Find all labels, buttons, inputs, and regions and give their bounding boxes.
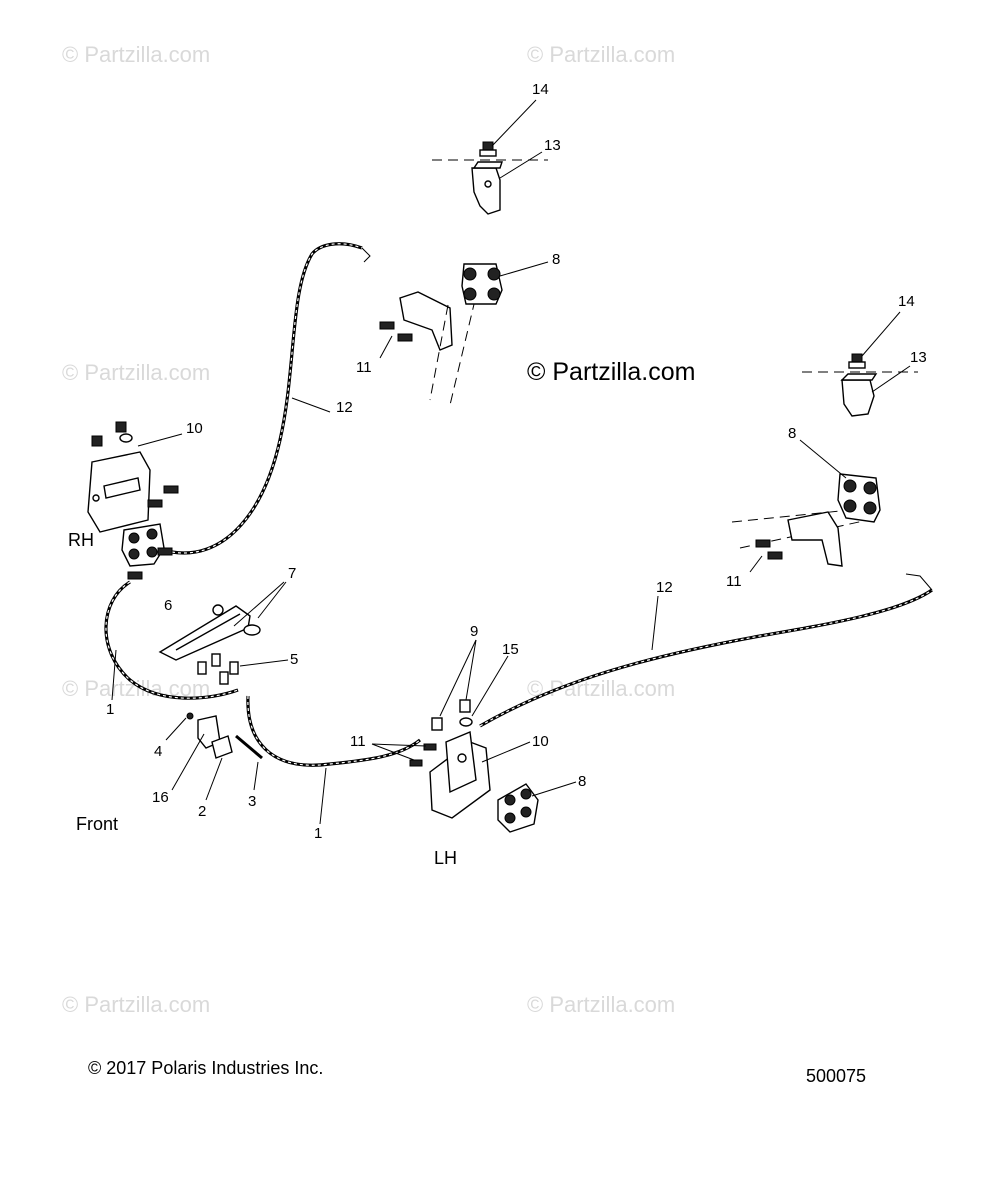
callout-13: 13 — [910, 349, 927, 366]
callout-3: 3 — [248, 793, 256, 810]
lever-6 — [158, 604, 261, 661]
roller-rh — [121, 523, 165, 567]
callout-16: 16 — [152, 789, 169, 806]
bracket-16-2 — [186, 712, 233, 759]
watermark: © Partzilla.com — [527, 676, 676, 701]
callout-14: 14 — [532, 81, 549, 98]
callout-1: 1 — [314, 825, 322, 842]
callout-9: 9 — [470, 623, 478, 640]
bolt-14-top — [479, 141, 497, 157]
callout-2: 2 — [198, 803, 206, 820]
diagram-number: 500075 — [806, 1066, 867, 1086]
copyright-notice: © 2017 Polaris Industries Inc. — [88, 1058, 324, 1078]
roller-8-upper — [461, 263, 503, 305]
label-rh: RH — [68, 530, 94, 550]
bolt-14-right — [848, 353, 866, 369]
callout-10: 10 — [186, 420, 203, 437]
callout-11: 11 — [726, 573, 742, 590]
roller-8-right — [837, 473, 881, 523]
callout-10: 10 — [532, 733, 549, 750]
watermark: © Partzilla.com — [62, 360, 211, 385]
callout-4: 4 — [154, 743, 162, 760]
cable-1-lower — [246, 695, 421, 767]
watermark-center: © Partzilla.com — [527, 358, 696, 386]
bracket-11-right — [731, 507, 871, 567]
callout-12: 12 — [656, 579, 673, 596]
label-lh: LH — [434, 848, 457, 868]
bracket-13-top — [432, 159, 548, 215]
watermark: © Partzilla.com — [527, 42, 676, 67]
bracket-10-lh — [429, 730, 491, 819]
callout-11: 11 — [350, 733, 366, 750]
cable-1-left — [104, 571, 239, 700]
callout-11: 11 — [356, 359, 372, 376]
callout-8: 8 — [578, 773, 586, 790]
pin-3 — [235, 734, 263, 760]
cable-12-rh — [157, 242, 371, 556]
roller-8-lh — [497, 783, 539, 833]
callout-12: 12 — [336, 399, 353, 416]
callout-14: 14 — [898, 293, 915, 310]
watermark: © Partzilla.com — [527, 992, 676, 1017]
callout-7: 7 — [288, 565, 296, 582]
callout-8: 8 — [552, 251, 560, 268]
callout-1: 1 — [106, 701, 114, 718]
callout-8: 8 — [788, 425, 796, 442]
bracket-10-rh — [87, 421, 179, 533]
screws-5 — [197, 653, 239, 685]
callout-15: 15 — [502, 641, 519, 658]
watermark: © Partzilla.com — [62, 42, 211, 67]
bracket-13-right — [802, 371, 918, 417]
callout-6: 6 — [164, 597, 172, 614]
callout-5: 5 — [290, 651, 298, 668]
screws-9-11-15 — [409, 699, 473, 767]
leader-lines — [111, 99, 911, 825]
watermark: © Partzilla.com — [62, 992, 211, 1017]
label-front: Front — [76, 814, 118, 834]
bracket-11-upper — [379, 291, 476, 406]
callout-13: 13 — [544, 137, 561, 154]
cable-12-lh — [479, 573, 933, 728]
